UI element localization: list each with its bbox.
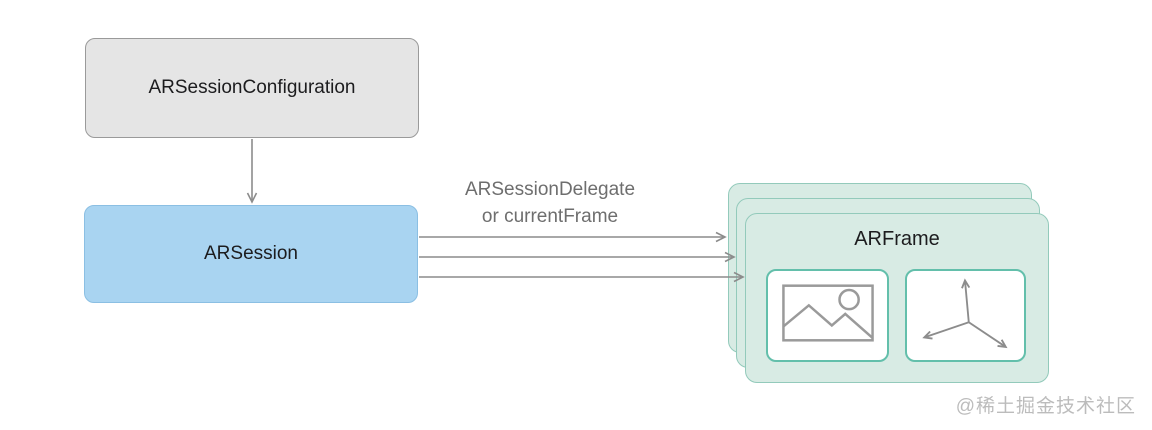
node-arframe-label: ARFrame xyxy=(854,228,940,250)
node-arframe: ARFrame xyxy=(745,213,1049,383)
watermark: @稀土掘金技术社区 xyxy=(955,396,1136,417)
node-arsession-label: ARSession xyxy=(204,243,298,264)
frame-image-slot xyxy=(766,269,889,362)
edge-label-session-to-frame: ARSessionDelegate or currentFrame xyxy=(408,176,692,230)
edge-label-line2: or currentFrame xyxy=(481,206,619,227)
node-arsessionconfiguration: ARSessionConfiguration xyxy=(85,38,419,138)
image-icon xyxy=(781,284,874,347)
edge-label-line1: ARSessionDelegate xyxy=(464,179,636,200)
frame-axes-slot xyxy=(905,269,1026,362)
axes-icon xyxy=(916,274,1016,357)
node-arsession: ARSession xyxy=(84,205,418,303)
node-arsessionconfiguration-label: ARSessionConfiguration xyxy=(148,77,356,98)
